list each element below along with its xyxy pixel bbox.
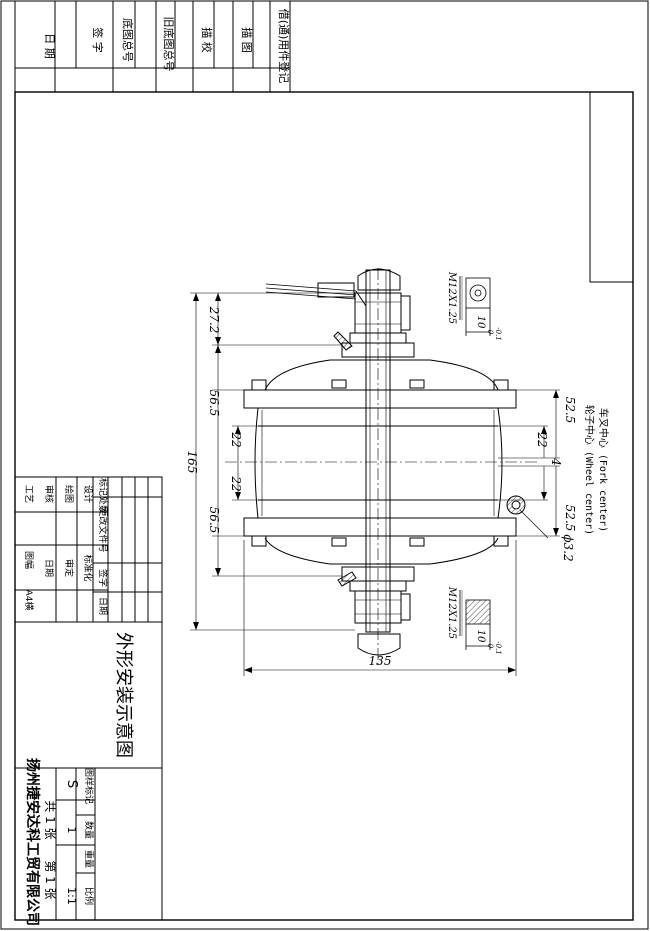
- top-cell-base-drawing-no: 底图总号: [121, 18, 135, 62]
- top-cell-signature: 签 字: [91, 27, 105, 53]
- right-note-box: [589, 91, 634, 283]
- top-cell-trace-check: 描 校: [200, 27, 214, 53]
- axle-bottom-tol-minus: -0.1: [494, 641, 502, 655]
- hub-motor-drawing: [225, 268, 540, 665]
- dim-22-left-top: 22: [229, 431, 243, 447]
- header-weight: 重量: [83, 850, 95, 868]
- dim-27-2: 27.2: [207, 306, 221, 334]
- header-stage: 图样标记: [83, 768, 95, 804]
- top-cell-borrowed-register: 借(通)用件登记: [277, 9, 291, 84]
- rev-count: 处数: [97, 496, 109, 514]
- rev-mark: 标记: [97, 478, 109, 496]
- dim-56-5-bot: 56.5: [207, 507, 221, 534]
- axle-section-bottom: [459, 590, 491, 650]
- dim-52-5-top: 52.5: [563, 397, 577, 424]
- dim-22-right: 22: [535, 431, 549, 447]
- axle-top-tol-minus: -0.1: [494, 327, 502, 341]
- note-wheel-center: 轮子中心 (Wheel center): [583, 405, 596, 535]
- company-name: 扬州捷安达科工贸有限公司: [24, 758, 41, 926]
- dim-135: 135: [369, 654, 392, 668]
- top-cell-date: 日 期: [43, 33, 56, 59]
- top-cell-trace: 描 图: [240, 27, 254, 53]
- value-sheet-no: 第 1 张: [43, 860, 57, 899]
- rev-change-doc: 更改文件号: [97, 507, 109, 552]
- label-process: 工艺: [23, 485, 34, 503]
- dim-56-5-top: 56.5: [207, 390, 221, 417]
- label-standardize: 标准化: [82, 554, 94, 581]
- axle-section-top: [459, 276, 491, 336]
- dim-165: 165: [185, 451, 199, 474]
- rev-signature: 签字: [97, 569, 109, 587]
- header-scale: 比例: [83, 887, 95, 905]
- top-cell-old-base-drawing-no: 旧底图总号: [162, 17, 176, 72]
- dim-22-left-bot: 22: [229, 475, 243, 491]
- label-check: 审核: [43, 485, 55, 503]
- drawing-title: 外形安装示意图: [113, 632, 134, 758]
- value-stage: S: [64, 780, 79, 788]
- axle-bottom-tol-10: 10: [475, 630, 486, 643]
- header-quantity: 数量: [83, 821, 95, 839]
- dimension-arrows: [193, 293, 559, 673]
- dim-4: 4: [549, 457, 563, 466]
- note-fork-center: 车叉中心 (Fork center): [597, 408, 610, 532]
- value-total-sheets: 共 1 张: [43, 800, 57, 839]
- dim-phi-3-2: ϕ3.2: [561, 534, 575, 561]
- top-registration-block: [14, 0, 291, 93]
- rev-date: 日期: [97, 597, 108, 615]
- axle-bottom-tol-0: 0: [486, 644, 494, 649]
- label-review: 审定: [63, 559, 75, 577]
- value-scale: 1:1: [65, 887, 78, 905]
- value-sheet-size: A4横: [23, 590, 35, 611]
- dim-52-5-bot: 52.5: [563, 505, 577, 532]
- axle-top-tol-10: 10: [475, 316, 486, 329]
- title-block: [14, 476, 163, 921]
- value-quantity: 1: [65, 827, 78, 834]
- axle-bottom-thread-label: M12X1.25: [446, 586, 457, 639]
- dimension-lines: [190, 292, 560, 676]
- label-date: 日期: [43, 559, 54, 577]
- label-design: 设计: [82, 485, 94, 503]
- axle-top-tol-0: 0: [486, 330, 494, 335]
- axle-top-thread-label: M12X1.25: [446, 271, 457, 324]
- label-drawing: 绘图: [63, 485, 75, 503]
- label-sheet-size: 图幅: [23, 551, 35, 569]
